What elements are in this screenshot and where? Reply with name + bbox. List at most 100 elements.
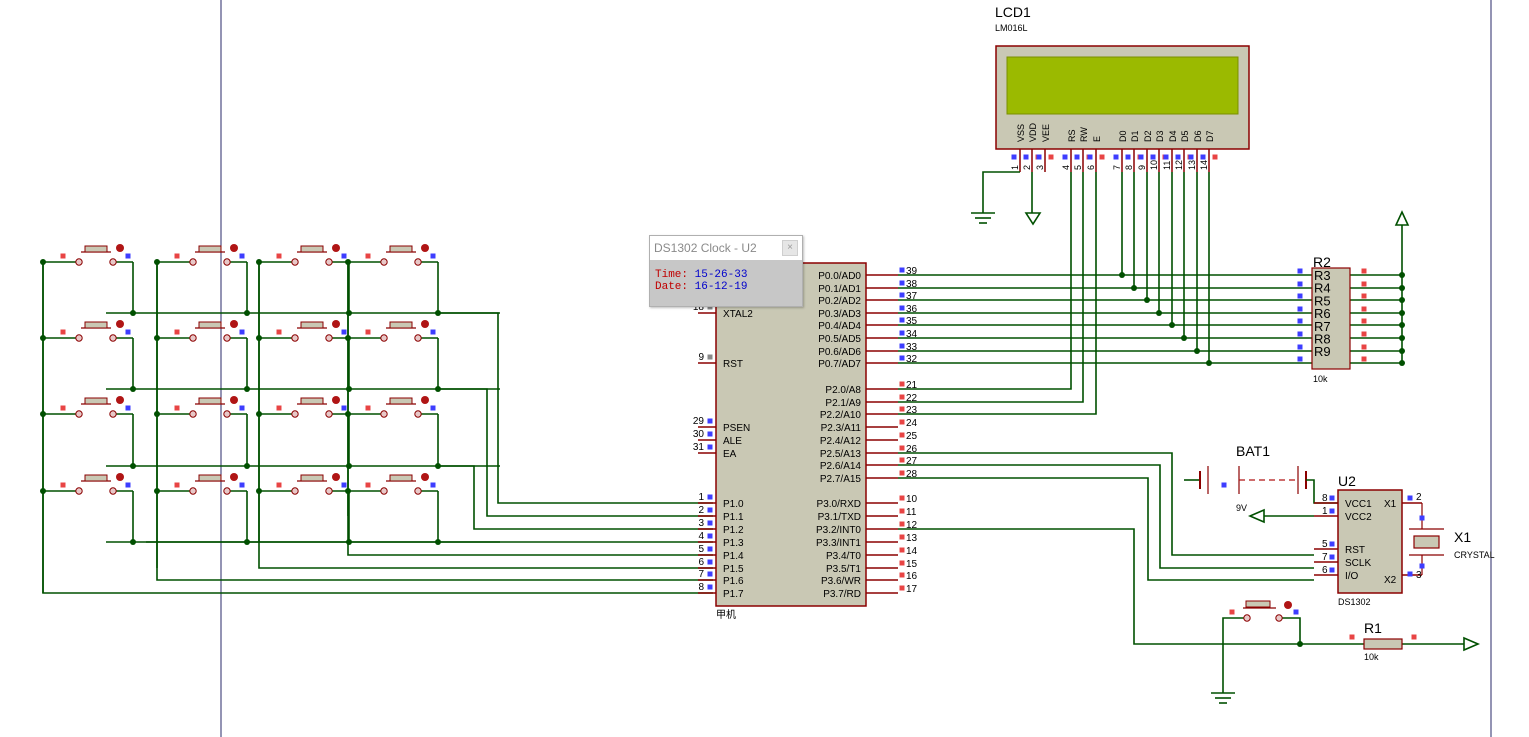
button-contact <box>75 258 83 266</box>
mcu-pin-number: 18 <box>693 302 705 313</box>
button-indicator <box>230 396 238 404</box>
mcu-pin-number: 28 <box>906 469 918 480</box>
button-cap <box>84 321 108 329</box>
pin-marker <box>899 470 905 476</box>
pin-marker <box>899 406 905 412</box>
pin-marker <box>707 571 713 577</box>
lcd-pin-number: 2 <box>1022 165 1032 170</box>
mcu-pin-number: 7 <box>698 569 704 580</box>
rtc-part: DS1302 <box>1338 597 1371 607</box>
lcd-pin-name: D2 <box>1143 130 1153 142</box>
pin-marker <box>707 546 713 552</box>
mcu-pin-number: 37 <box>906 291 918 302</box>
mcu-pin-number: 6 <box>698 557 704 568</box>
battery-value: 9V <box>1236 503 1247 513</box>
popup-title-bar[interactable]: DS1302 Clock - U2 × <box>650 236 802 260</box>
button-cap <box>84 245 108 253</box>
pin-marker <box>899 534 905 540</box>
rtc-pin-number: 5 <box>1322 539 1328 550</box>
pin-marker <box>899 495 905 501</box>
mcu-pin-name: P2.3/A11 <box>821 423 862 434</box>
mcu-pin-name: P0.2/AD2 <box>818 296 861 307</box>
button-contact <box>380 334 388 342</box>
pin-marker <box>1407 495 1413 501</box>
date-value: 16-12-19 <box>694 281 748 293</box>
mcu-pin-number: 9 <box>698 352 704 363</box>
button-cap <box>300 321 324 329</box>
pin-marker <box>60 405 66 411</box>
button-contact <box>291 487 299 495</box>
button-contact <box>380 487 388 495</box>
pin-marker <box>1361 331 1367 337</box>
pin-marker <box>365 253 371 259</box>
pin-marker <box>341 405 347 411</box>
close-icon[interactable]: × <box>782 240 798 256</box>
button-contact <box>189 487 197 495</box>
button-contact <box>414 487 422 495</box>
lcd-pin-name: VDD <box>1028 122 1038 142</box>
button-contact <box>325 487 333 495</box>
pin-marker <box>1411 634 1417 640</box>
resistor-pack-label: R5 <box>1314 293 1331 308</box>
mcu-pin-number: 36 <box>906 304 918 315</box>
rtc-pin-number: 1 <box>1322 506 1328 517</box>
button-indicator <box>332 244 340 252</box>
lcd-pin-number: 14 <box>1199 160 1209 170</box>
ds1302-clock-popup[interactable]: DS1302 Clock - U2 × Time: 15-26-33 Date:… <box>649 235 803 307</box>
crystal-body <box>1413 535 1440 549</box>
mcu-pin-number: 8 <box>698 582 704 593</box>
lcd-rs-wire <box>898 172 1072 390</box>
pin-marker <box>1163 154 1169 160</box>
pin-marker <box>174 253 180 259</box>
pin-marker <box>60 482 66 488</box>
wires <box>40 0 1492 737</box>
mcu-pin-name: RST <box>723 359 743 370</box>
button-cap <box>389 245 413 253</box>
button-indicator <box>421 320 429 328</box>
pin-marker <box>899 508 905 514</box>
rtc-ref: U2 <box>1338 473 1356 489</box>
mcu-pin-number: 39 <box>906 266 918 277</box>
mcu-body <box>715 262 867 607</box>
pin-marker <box>707 431 713 437</box>
mcu-pin-number: 17 <box>906 584 918 595</box>
pin-marker <box>1361 306 1367 312</box>
vcc2-arrow <box>1247 508 1265 524</box>
button-cap <box>84 474 108 482</box>
button-contact <box>325 258 333 266</box>
button-contact <box>75 410 83 418</box>
pin-marker <box>1062 154 1068 160</box>
pin-marker <box>430 405 436 411</box>
button-cap <box>198 474 222 482</box>
pin-marker <box>125 329 131 335</box>
button-cap <box>389 474 413 482</box>
lcd-pin-name: RS <box>1067 129 1077 142</box>
mcu-pin-number: 21 <box>906 380 918 391</box>
button-cap <box>198 321 222 329</box>
button-contact <box>380 258 388 266</box>
popup-title: DS1302 Clock - U2 <box>654 241 757 255</box>
mcu-pin-number: 35 <box>906 316 918 327</box>
mcu-pin-number: 33 <box>906 342 918 353</box>
button-cap <box>198 245 222 253</box>
button-indicator <box>332 320 340 328</box>
power-arrow <box>1024 212 1042 226</box>
pin-marker <box>1150 154 1156 160</box>
mcu-pin-number: 23 <box>906 405 918 416</box>
pin-marker <box>365 329 371 335</box>
pin-marker <box>365 482 371 488</box>
mcu-pin-name: P1.4 <box>723 551 744 562</box>
pin-marker <box>899 394 905 400</box>
mcu-pin-name: P0.3/AD3 <box>818 309 861 320</box>
pin-marker <box>1361 268 1367 274</box>
lcd-pin-number: 1 <box>1010 165 1020 170</box>
time-label: Time: <box>655 269 689 281</box>
lcd-pin-number: 10 <box>1149 160 1159 170</box>
popup-readout: Time: 15-26-33 Date: 16-12-19 <box>655 269 747 293</box>
mcu-pin-number: 13 <box>906 533 918 544</box>
pin-marker <box>1099 154 1105 160</box>
crystal-ref: X1 <box>1454 529 1471 545</box>
rtc-pin-name: SCLK <box>1345 558 1371 569</box>
pin-marker <box>899 457 905 463</box>
lcd-pin-name: D1 <box>1130 130 1140 142</box>
